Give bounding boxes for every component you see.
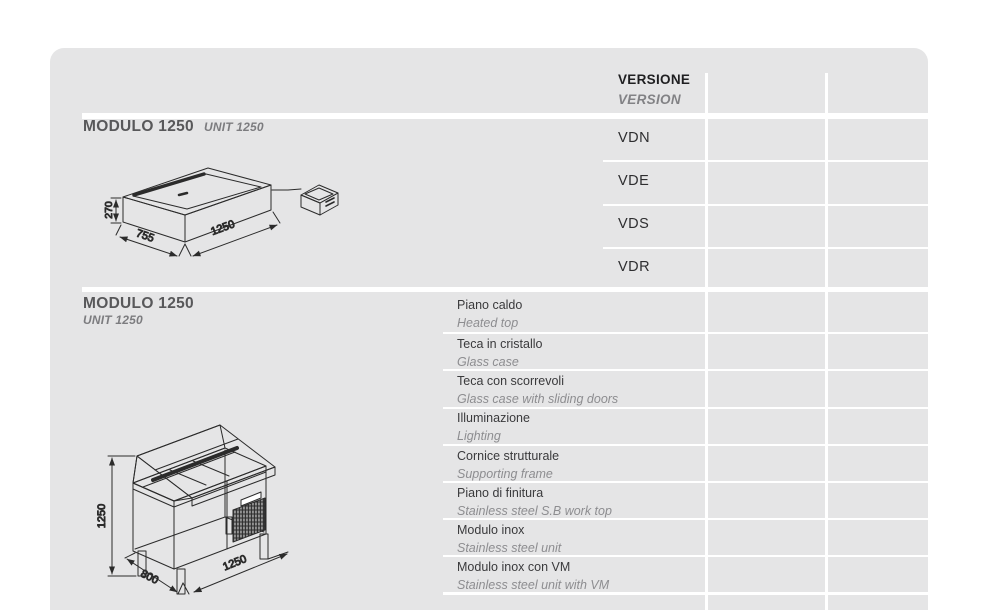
feature-row: Illuminazione Lighting bbox=[457, 410, 699, 445]
module-top-heading: MODULO 1250 UNIT 1250 bbox=[83, 118, 264, 136]
module-bottom-title: MODULO 1250 bbox=[83, 295, 194, 312]
feature-label-en: Stainless steel unit bbox=[457, 540, 562, 555]
version-row-vdn: VDN bbox=[618, 130, 651, 146]
dim-height-label: 1250 bbox=[96, 504, 108, 528]
feature-label-en: Glass case with sliding doors bbox=[457, 391, 619, 406]
version-row-separator bbox=[603, 160, 928, 162]
module-bottom-heading: MODULO 1250 UNIT 1250 bbox=[83, 296, 194, 328]
feature-label-it: Cornice strutturale bbox=[457, 449, 560, 463]
version-row-vds: VDS bbox=[618, 216, 650, 232]
feature-label-it: Modulo inox con VM bbox=[457, 560, 571, 574]
feature-label-it: Teca in cristallo bbox=[457, 337, 543, 351]
feature-row-separator bbox=[443, 332, 928, 334]
feature-label-en: Supporting frame bbox=[457, 466, 553, 481]
version-row-separator bbox=[603, 204, 928, 206]
header-separator-band bbox=[82, 113, 928, 119]
feature-row-separator bbox=[443, 518, 928, 520]
section-separator-band bbox=[82, 287, 928, 292]
feature-row: Teca in cristallo Glass case bbox=[457, 336, 699, 371]
table-column-divider-2 bbox=[825, 73, 828, 610]
version-table-header: VERSIONE VERSION bbox=[618, 70, 690, 110]
feature-label-it: Illuminazione bbox=[457, 411, 530, 425]
feature-row: Modulo inox Stainless steel unit bbox=[457, 522, 699, 557]
table-column-divider-1 bbox=[705, 73, 708, 610]
feature-label-en: Stainless steel unit with VM bbox=[457, 577, 610, 592]
module-top-subtitle: UNIT 1250 bbox=[203, 120, 264, 134]
module-bottom-subtitle: UNIT 1250 bbox=[83, 313, 143, 327]
feature-row: Cornice strutturale Supporting frame bbox=[457, 448, 699, 483]
dim-width-label: 1250 bbox=[221, 553, 248, 573]
feature-label-en: Stainless steel S.B work top bbox=[457, 503, 612, 518]
version-header-en: VERSION bbox=[618, 92, 681, 107]
dim-height-label: 270 bbox=[103, 201, 115, 219]
feature-row: Teca con scorrevoli Glass case with slid… bbox=[457, 373, 699, 408]
version-row-separator bbox=[603, 247, 928, 249]
feature-row-separator bbox=[443, 407, 928, 409]
feature-label-en: Glass case bbox=[457, 354, 519, 369]
version-header-it: VERSIONE bbox=[618, 72, 691, 87]
feature-label-it: Teca con scorrevoli bbox=[457, 374, 564, 388]
feature-row-separator bbox=[443, 369, 928, 371]
feature-row-separator bbox=[443, 555, 928, 557]
feature-row-separator bbox=[443, 444, 928, 446]
feature-row: Modulo inox con VM Stainless steel unit … bbox=[457, 559, 699, 594]
version-row-vdr: VDR bbox=[618, 259, 651, 275]
display-case-isometric-drawing: 1250 800 1250 bbox=[96, 418, 300, 603]
feature-label-en: Lighting bbox=[457, 428, 501, 443]
feature-label-it: Piano caldo bbox=[457, 298, 523, 312]
version-row-vde: VDE bbox=[618, 173, 650, 189]
dim-depth-label: 800 bbox=[138, 568, 160, 587]
dim-depth-label: 755 bbox=[134, 228, 155, 245]
unit-top-isometric-drawing: 270 755 1250 bbox=[103, 165, 360, 295]
feature-row-separator bbox=[443, 481, 928, 483]
module-top-title: MODULO 1250 bbox=[83, 118, 194, 135]
feature-row: Piano caldo Heated top bbox=[457, 297, 699, 332]
feature-label-it: Modulo inox bbox=[457, 523, 525, 537]
feature-label-en: Heated top bbox=[457, 315, 519, 330]
feature-row-separator bbox=[443, 592, 928, 595]
feature-row: Piano di finitura Stainless steel S.B wo… bbox=[457, 485, 699, 520]
dim-width-label: 1250 bbox=[209, 218, 236, 238]
feature-label-it: Piano di finitura bbox=[457, 486, 544, 500]
